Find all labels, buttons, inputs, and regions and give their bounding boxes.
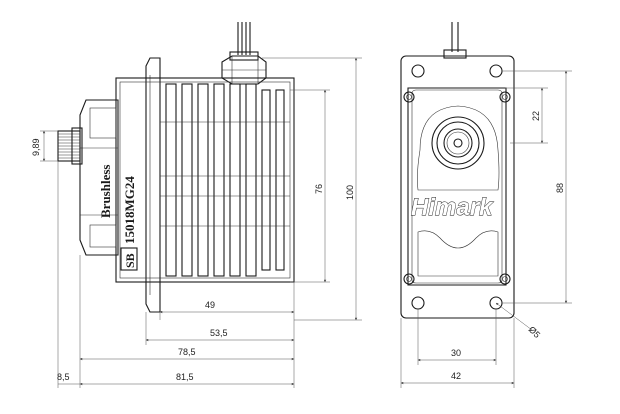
dim-hole-diameter: Ø5 [527, 324, 543, 340]
dim-8-5: 8,5 [57, 372, 70, 382]
model-label: SB 15018MG24 [120, 176, 138, 271]
brand-logo: Himark [411, 194, 494, 221]
dim-78-5: 78,5 [178, 347, 196, 357]
gear-housing [79, 99, 119, 256]
svg-text:15018MG24: 15018MG24 [122, 176, 137, 244]
side-view: Brushless SB 15018MG24 [57, 22, 295, 313]
front-view: Himark [400, 22, 515, 319]
brand-label: Brushless [98, 165, 113, 218]
dim-spline-diameter: 9,89 [31, 138, 41, 156]
mounting-holes [411, 64, 503, 310]
output-spline [57, 127, 83, 165]
output-shaft [431, 116, 485, 170]
dim-88: 88 [555, 183, 565, 193]
mounting-flange [145, 57, 161, 313]
svg-text:SB: SB [123, 253, 137, 268]
dim-22: 22 [531, 111, 541, 121]
front-case [407, 87, 507, 286]
dim-53-5: 53,5 [210, 328, 228, 338]
gear-cover [417, 105, 500, 191]
case-body [115, 77, 295, 283]
cable [221, 22, 267, 85]
dimension-lines: 9,89 49 53,5 78,5 81,5 8,5 76 100 [31, 57, 572, 388]
dim-42: 42 [451, 371, 461, 381]
dim-76: 76 [314, 184, 324, 194]
dim-81-5: 81,5 [176, 372, 194, 382]
dim-100: 100 [345, 185, 355, 200]
cooling-fins [160, 83, 290, 277]
dim-30: 30 [451, 348, 461, 358]
front-flange [400, 55, 515, 319]
case-screws [403, 91, 511, 285]
dim-49: 49 [205, 300, 215, 310]
